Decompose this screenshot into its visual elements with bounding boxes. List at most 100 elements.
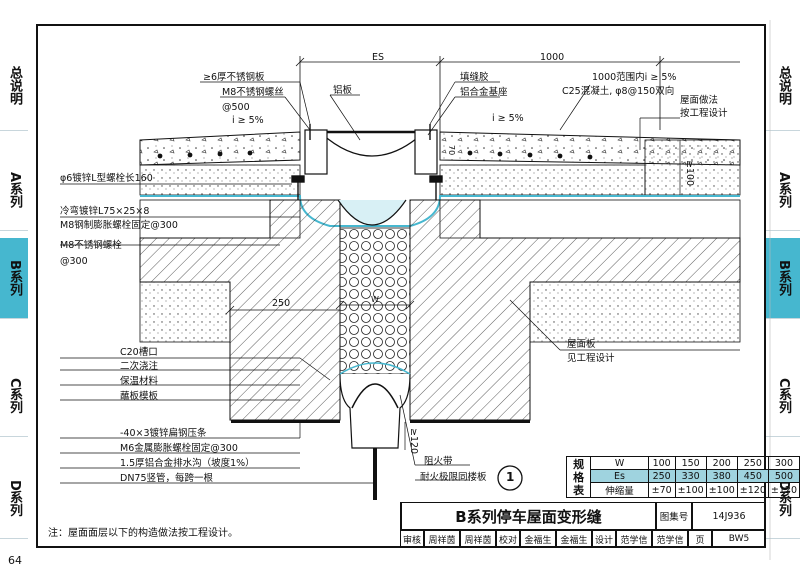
label-slope-right: i ≥ 5% [492,113,524,124]
spec-cell: 200 [705,456,738,470]
left-concrete-topping [139,131,301,166]
spec-row-w: 规格表 W 100 150 200 250 300 [565,456,800,498]
label-al-gutter: 1.5厚铝合金排水沟（坡度1%） [120,458,255,469]
spec-cell: 150 [674,456,707,470]
label-insulation: 保温材料 [120,376,159,387]
right-tab-a-series-label: A系列 [776,171,791,209]
dim-120: ≥120 [408,428,419,455]
right-tab-general-label: 总说明 [776,65,791,105]
left-flat-steel [231,420,340,423]
spec-cell: 330 [674,469,707,483]
label-concrete: C25混凝土, φ8@150双向 [562,86,675,97]
right-lower-slab [529,281,741,343]
spec-cell: ±120 [767,482,800,498]
dim-1000: 1000 [540,52,565,63]
signature-row: 审核 周祥茵 周祥茵 校对 金福生 金福生 设计 范学信 范学信 页 BW5 [400,530,766,548]
tab-c-series[interactable]: C系列 [0,356,28,437]
rebars [157,150,593,160]
tab-general-label: 总说明 [7,65,22,105]
tab-b-series[interactable]: B系列 [0,238,28,319]
label-dn75: DN75竖管，每跨一根 [120,473,214,484]
tab-d-series[interactable]: D系列 [0,458,28,539]
sign-cell: 范学信 [616,530,652,548]
spec-row-name: W [590,456,649,470]
label-steel-plate: ≥6厚不锈钢板 [203,72,265,83]
right-tab-a-series[interactable]: A系列 [766,150,800,231]
spec-cell: 100 [647,456,676,470]
tab-b-series-label: B系列 [7,260,22,296]
label-al-base: 铝合金基座 [460,87,508,98]
leader-lines [60,81,740,484]
dim-es: ES [372,52,385,63]
sign-cell: 范学信 [652,530,688,548]
aluminum-plate-arc [321,133,423,157]
drawing-title: B系列停车屋面变形缝 [400,502,656,530]
spec-cell: 300 [767,456,800,470]
right-index-sidebar: 总说明 A系列 B系列 C系列 D系列 [766,0,800,572]
label-c20-groove: C20槽口 [120,347,158,358]
tab-general[interactable]: 总说明 [0,40,28,131]
spec-cell: 500 [767,469,800,483]
sign-cell: 校对 [496,530,520,548]
left-lower-slab [139,281,231,343]
sign-cell: 周祥茵 [460,530,496,548]
spec-row-name: 伸缩量 [590,482,649,498]
sign-cell: 设计 [592,530,616,548]
spec-table: 规格表 W 100 150 200 250 300 Es 250 330 380… [565,456,800,498]
dim-70: 70 [447,145,456,156]
page-number: 64 [8,554,22,567]
label-range-slope: 1000范围内i ≥ 5% [592,72,677,83]
spec-cell: 380 [705,469,738,483]
label-roof-slab-2: 见工程设计 [567,353,615,364]
spec-cell: ±70 [647,482,676,498]
label-slope-left: i ≥ 5% [232,115,264,126]
sign-cell: 金福生 [520,530,556,548]
atlas-number: 14J936 [692,502,766,530]
spec-cell: ±100 [674,482,707,498]
bolts [291,124,443,200]
label-ffe-board: 蘸板模板 [120,391,159,402]
spec-cell: 250 [647,469,676,483]
footnote: 注：屋面面层以下的构造做法按工程设计。 [48,528,238,539]
right-tab-b-series-label: B系列 [776,260,791,296]
spec-row-name: Es [590,469,649,483]
tab-d-series-label: D系列 [7,479,22,517]
fire-belt [339,362,411,375]
tab-a-series[interactable]: A系列 [0,150,28,231]
spec-cell: ±100 [705,482,738,498]
right-tab-general[interactable]: 总说明 [766,40,800,131]
detail-number-circle [497,465,523,491]
sign-cell: 周祥茵 [424,530,460,548]
membrane-loop [337,199,407,226]
right-al-base [414,129,438,175]
label-m8-bolt: M8不锈钢螺栓 [60,240,122,251]
label-roof-slab-1: 屋面板 [567,339,596,350]
spec-cell: ±120 [736,482,769,498]
gutter-channel [351,383,399,409]
page-label: 页 [688,530,712,548]
tab-a-series-label: A系列 [7,171,22,209]
right-tab-c-series[interactable]: C系列 [766,356,800,437]
label-sealant: 填缝胶 [460,72,489,83]
dim-250: 250 [272,298,291,309]
label-flat-steel: -40×3镀锌扁钢压条 [120,428,207,439]
right-flat-steel [410,420,530,423]
spec-row-es: Es 250 330 380 450 500 [566,469,800,483]
label-m6-anchor: M6金属膨胀螺栓固定@300 [120,443,238,454]
spec-cell: 450 [736,469,769,483]
dim-w: W [371,295,379,304]
dim-100: ≥100 [684,160,695,187]
sign-cell: 金福生 [556,530,592,548]
right-base-layer [439,164,646,196]
label-second-pour: 二次浇注 [120,361,159,372]
tab-c-series-label: C系列 [7,378,22,414]
right-tab-b-series[interactable]: B系列 [766,238,800,319]
label-m8-anchor: M8钢制膨胀螺栓固定@300 [60,220,178,231]
joint-insulation-fill [339,227,411,375]
label-fire-belt: 阻火带 [424,456,453,467]
label-l-bolt: φ6镀锌L型螺栓长160 [60,173,153,184]
label-at300: @300 [60,256,88,267]
atlas-label: 图集号 [656,502,692,530]
label-roof-method-1: 屋面做法 [680,95,719,106]
